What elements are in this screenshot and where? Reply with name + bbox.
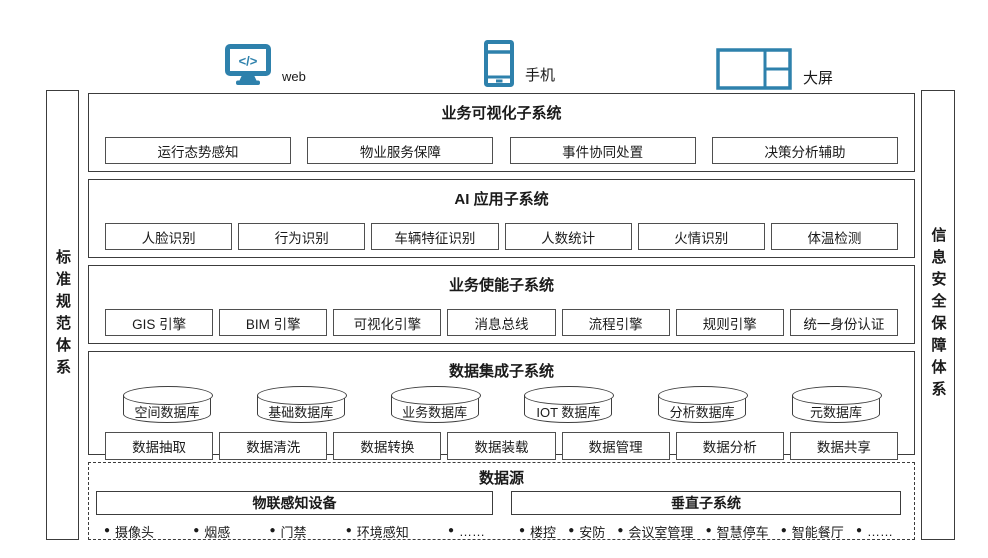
monitor-code-icon: </> [225,44,271,86]
terminal-bigscreen: 大屏 [716,48,833,90]
database-cylinder-icon: 元数据库 [791,386,882,423]
module-box: 流程引擎 [561,309,670,336]
module-box: 行为识别 [238,223,366,250]
group-header: 物联感知设备 [96,491,493,515]
layer-title: 数据集成子系统 [448,363,554,380]
module-box: BIM 引擎 [219,309,328,336]
iot-devices-group: 物联感知设备 摄像头 烟感 门禁 环境感知 …… [96,491,493,541]
module-box: GIS 引擎 [105,309,214,336]
process-box: 数据分析 [675,432,784,460]
process-box: 数据抽取 [105,432,214,460]
layer-items: 人脸识别 行为识别 车辆特征识别 人数统计 火情识别 体温检测 [89,223,914,250]
info-security-label: 信息安全保障体系 [929,227,947,403]
database-label: 分析数据库 [669,405,735,420]
module-box: 物业服务保障 [307,137,494,164]
module-box: 火情识别 [637,223,765,250]
database-row: 空间数据库 基础数据库 业务数据库 IOT 数据库 分析数据库 元数据库 [89,386,914,423]
bullet-item: 会议室管理 [617,522,693,541]
module-box: 规则引擎 [675,309,784,336]
database-cylinder-icon: 分析数据库 [658,386,749,423]
layer-business-enablement: 业务使能子系统 GIS 引擎 BIM 引擎 可视化引擎 消息总线 流程引擎 规则… [88,265,915,344]
module-box: 人脸识别 [105,223,233,250]
layer-data-integration: 数据集成子系统 空间数据库 基础数据库 业务数据库 IOT 数据库 分析数据库 … [88,351,915,460]
database-cylinder-icon: IOT 数据库 [524,386,615,423]
bullet-item: …… [448,522,485,541]
module-box: 可视化引擎 [333,309,442,336]
layer-ai-application: AI 应用子系统 人脸识别 行为识别 车辆特征识别 人数统计 火情识别 体温检测 [88,179,915,258]
bullet-item: 智能餐厅 [781,522,844,541]
standards-spec-label: 标准规范体系 [54,249,71,381]
module-box: 人数统计 [504,223,632,250]
module-box: 消息总线 [447,309,556,336]
database-label: 业务数据库 [402,405,468,420]
database-label: 基础数据库 [268,405,334,420]
layer-title: 数据源 [478,470,524,487]
datasource-groups: 物联感知设备 摄像头 烟感 门禁 环境感知 …… 垂直子系统 楼控 安防 会议室… [89,491,914,541]
bullet-item: 摄像头 [104,522,154,541]
process-box: 数据管理 [561,432,670,460]
process-box: 数据转换 [333,432,442,460]
terminal-mobile-label: 手机 [525,67,556,84]
terminal-web: </> web [225,44,306,86]
layer-title: 业务使能子系统 [448,277,554,294]
database-cylinder-icon: 基础数据库 [256,386,347,423]
layer-title: AI 应用子系统 [454,191,549,208]
bullet-list: 楼控 安防 会议室管理 智慧停车 智能餐厅 …… [511,522,901,541]
bullet-item: 门禁 [269,522,307,541]
svg-text:</>: </> [239,54,258,69]
bullet-item: 环境感知 [346,522,409,541]
process-box: 数据清洗 [219,432,328,460]
bullet-item: 智慧停车 [706,522,769,541]
module-box: 运行态势感知 [105,137,291,164]
smartphone-icon [484,40,514,87]
module-box: 事件协同处置 [509,137,696,164]
bullet-list: 摄像头 烟感 门禁 环境感知 …… [96,522,493,541]
standards-spec-sidebar: 标准规范体系 [46,90,79,540]
layer-data-source: 数据源 物联感知设备 摄像头 烟感 门禁 环境感知 …… 垂直子系统 楼控 安防… [88,462,915,540]
bullet-item: …… [856,522,893,541]
database-label: 元数据库 [809,405,862,420]
database-cylinder-icon: 业务数据库 [390,386,481,423]
terminal-web-label: web [282,69,306,84]
layer-business-visualization: 业务可视化子系统 运行态势感知 物业服务保障 事件协同处置 决策分析辅助 [88,93,915,172]
terminal-mobile: 手机 [484,40,555,87]
process-row: 数据抽取 数据清洗 数据转换 数据装载 数据管理 数据分析 数据共享 [89,432,914,460]
vertical-subsystems-group: 垂直子系统 楼控 安防 会议室管理 智慧停车 智能餐厅 …… [511,491,901,541]
process-box: 数据共享 [789,432,898,460]
module-box: 车辆特征识别 [371,223,499,250]
database-label: IOT 数据库 [536,405,601,420]
terminal-bigscreen-label: 大屏 [803,70,834,87]
layer-title: 业务可视化子系统 [441,105,562,122]
layer-items: GIS 引擎 BIM 引擎 可视化引擎 消息总线 流程引擎 规则引擎 统一身份认… [89,309,914,336]
bullet-item: 安防 [568,522,605,541]
bullet-item: 楼控 [519,522,556,541]
video-wall-icon [716,48,792,90]
process-box: 数据装载 [447,432,556,460]
module-box: 决策分析辅助 [711,137,898,164]
info-security-sidebar: 信息安全保障体系 [921,90,955,540]
database-cylinder-icon: 空间数据库 [123,386,213,423]
module-box: 体温检测 [770,223,899,250]
database-label: 空间数据库 [134,405,200,420]
bullet-item: 烟感 [193,522,230,541]
group-header: 垂直子系统 [511,491,901,515]
module-box: 统一身份认证 [789,309,898,336]
layer-items: 运行态势感知 物业服务保障 事件协同处置 决策分析辅助 [89,137,914,164]
